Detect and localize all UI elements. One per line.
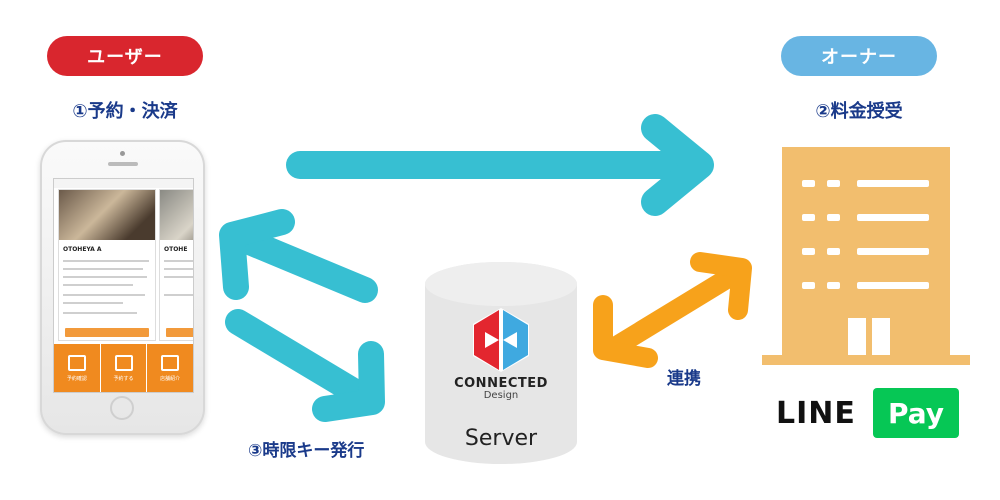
server-label: Server	[464, 426, 538, 451]
window	[802, 180, 815, 187]
speaker-icon	[108, 162, 138, 166]
room-card[interactable]: OTOHE	[159, 189, 193, 341]
owner-badge: オーナー	[781, 36, 937, 76]
window	[857, 214, 929, 221]
text-line	[63, 268, 143, 270]
window	[857, 248, 929, 255]
connected-design-logo	[473, 308, 529, 372]
tab-label: 予約する	[113, 375, 134, 382]
tab-reservation-check[interactable]: 予約確認	[54, 344, 101, 392]
line-logo-text: LINE	[776, 396, 856, 431]
text-line	[164, 268, 193, 270]
room-photo	[59, 190, 155, 240]
door-left	[848, 318, 866, 356]
reserve-button[interactable]	[166, 328, 193, 337]
phone-screen: OTOHEYA A OTOHE 予約確認	[53, 178, 194, 393]
shop-icon	[161, 354, 180, 371]
arrow-server-to-phone	[219, 209, 378, 303]
status-bar	[54, 179, 193, 188]
door-right	[872, 318, 890, 356]
text-line	[63, 284, 133, 286]
text-line	[63, 260, 149, 262]
text-line	[63, 276, 147, 278]
building-base	[762, 355, 970, 365]
step-2-label: ②料金授受	[815, 101, 903, 122]
room-card-title: OTOHE	[164, 246, 188, 253]
server-cylinder: CONNECTED Design Server	[425, 262, 577, 464]
text-line	[63, 294, 145, 296]
logo-sub: Design	[483, 390, 519, 401]
reserve-button[interactable]	[65, 328, 149, 337]
link-label: 連携	[667, 369, 701, 389]
text-line	[164, 294, 193, 296]
arrow-server-owner-link	[593, 252, 752, 368]
calendar-add-icon	[114, 354, 133, 371]
window	[857, 180, 929, 187]
app-tab-bar: 予約確認 予約する 店舗紹介	[54, 344, 193, 392]
user-badge: ユーザー	[47, 36, 203, 76]
window	[802, 248, 815, 255]
window	[827, 282, 840, 289]
tab-label: 予約確認	[66, 375, 87, 382]
home-button	[110, 396, 134, 420]
window	[802, 282, 815, 289]
tab-shop-info[interactable]: 店舗紹介	[147, 344, 193, 392]
tab-label: 店舗紹介	[160, 375, 181, 382]
window	[827, 248, 840, 255]
calendar-icon	[67, 354, 86, 371]
text-line	[63, 312, 137, 314]
arrow-user-to-owner	[286, 114, 714, 216]
text-line	[164, 260, 193, 262]
step-1-label: ①予約・決済	[72, 101, 178, 122]
logo-name: CONNECTED	[454, 376, 548, 391]
step-3-label: ③時限キー発行	[248, 441, 365, 461]
text-line	[63, 302, 123, 304]
tab-make-reservation[interactable]: 予約する	[101, 344, 148, 392]
window	[827, 180, 840, 187]
text-line	[164, 276, 193, 278]
arrow-phone-to-server	[225, 309, 385, 422]
window	[827, 214, 840, 221]
camera-icon	[120, 151, 125, 156]
window	[857, 282, 929, 289]
room-photo	[160, 190, 193, 240]
building-icon	[782, 147, 950, 362]
room-card[interactable]: OTOHEYA A	[58, 189, 156, 341]
window	[802, 214, 815, 221]
smartphone: OTOHEYA A OTOHE 予約確認	[40, 140, 205, 435]
pay-logo: Pay	[873, 388, 959, 438]
room-card-title: OTOHEYA A	[63, 246, 102, 253]
